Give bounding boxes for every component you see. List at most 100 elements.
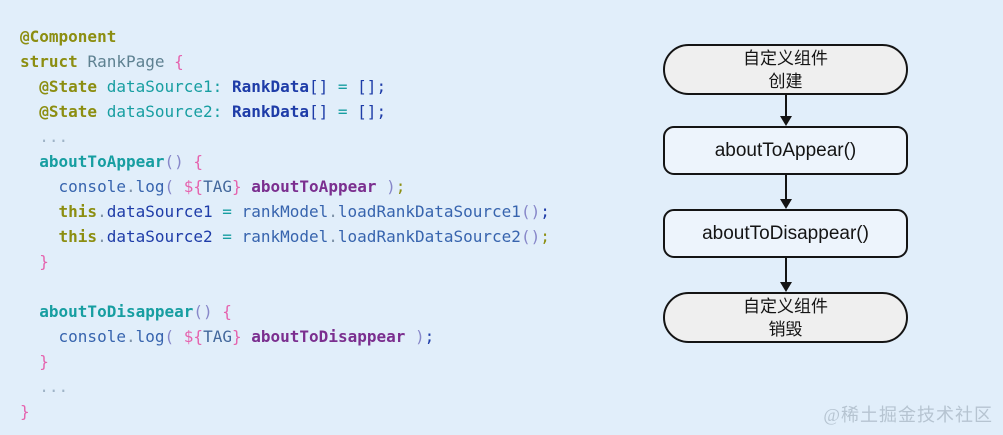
code-token [20, 227, 59, 246]
flow-node-label: aboutToDisappear() [702, 222, 869, 244]
code-token: [] [309, 102, 338, 121]
flow-node-label: 销毁 [768, 319, 803, 339]
code-token: this [58, 227, 98, 246]
code-token: . [125, 327, 136, 346]
code-line: @State dataSource2: RankData[] = []; [20, 99, 550, 124]
code-token: TAG [203, 177, 232, 196]
flow-node-label: 自定义组件 [743, 296, 828, 316]
code-token: : [212, 102, 232, 121]
code-token: } [20, 402, 30, 421]
code-line: aboutToDisappear() { [20, 299, 550, 324]
code-token: []; [357, 77, 387, 96]
code-token: @State [39, 102, 107, 121]
code-token: . [125, 177, 136, 196]
arrow-head-icon [779, 282, 792, 292]
code-token: loadRankDataSource1 [337, 202, 521, 221]
arrow-head-icon [779, 116, 792, 126]
code-token: RankData [231, 77, 309, 96]
code-token [20, 127, 39, 146]
code-token: ${ [183, 327, 204, 346]
code-token: = [222, 227, 242, 246]
code-token: ) [386, 177, 396, 196]
code-block: @Component struct RankPage { @State dataS… [20, 24, 550, 424]
code-token [242, 177, 252, 196]
code-token [20, 377, 39, 396]
code-token: aboutToDisappear [251, 327, 406, 346]
flow-arrow-down [779, 95, 793, 126]
code-token: []; [357, 102, 387, 121]
code-line: } [20, 399, 550, 424]
code-token: : [212, 77, 232, 96]
code-token: () [193, 302, 213, 321]
code-token [174, 177, 184, 196]
code-token: [] [309, 77, 338, 96]
code-line: this.dataSource1 = rankModel.loadRankDat… [20, 199, 550, 224]
code-token [20, 102, 39, 121]
code-token: ; [540, 202, 550, 221]
code-token: ... [39, 127, 69, 146]
code-token: . [328, 202, 338, 221]
code-token: @Component [20, 27, 117, 46]
code-line: console.log( ${TAG} aboutToDisappear ); [20, 324, 550, 349]
code-token: { [174, 52, 184, 71]
code-token: { [193, 152, 204, 171]
code-token [184, 152, 194, 171]
flow-node-label: aboutToAppear() [714, 139, 857, 161]
code-token [20, 302, 39, 321]
code-token: ; [395, 177, 406, 196]
code-token: . [328, 227, 338, 246]
code-token: } [231, 177, 242, 196]
code-token: } [39, 352, 49, 371]
code-token [20, 177, 59, 196]
arrow-shaft [784, 258, 787, 284]
code-token [20, 352, 39, 371]
code-token: console [58, 327, 126, 346]
flow-node-label: 自定义组件 [743, 48, 828, 68]
code-token: struct [20, 52, 88, 71]
code-line: @State dataSource1: RankData[] = []; [20, 74, 550, 99]
code-token: = [337, 77, 358, 96]
code-line: ... [20, 124, 550, 149]
code-token [20, 77, 39, 96]
code-token: dataSource1 [106, 202, 223, 221]
code-token [20, 252, 39, 271]
code-token [213, 302, 223, 321]
code-token [20, 202, 59, 221]
code-token: dataSource2 [106, 102, 213, 121]
flow-node-component-create: 自定义组件创建 [663, 44, 908, 95]
code-token [376, 177, 386, 196]
code-token: } [39, 252, 49, 271]
code-line: ... [20, 374, 550, 399]
arrow-head-icon [779, 199, 792, 209]
code-line: struct RankPage { [20, 49, 550, 74]
code-token: TAG [203, 327, 232, 346]
flow-node-about-to-appear: aboutToAppear() [663, 126, 908, 175]
code-token: . [97, 202, 107, 221]
code-token [174, 327, 184, 346]
code-token [20, 152, 39, 171]
code-token: RankPage [87, 52, 175, 71]
flow-arrow-down [779, 175, 793, 209]
arrow-shaft [784, 95, 787, 118]
code-token: ; [424, 327, 435, 346]
code-line: } [20, 249, 550, 274]
flow-arrow-down [779, 258, 793, 292]
code-token [242, 327, 252, 346]
code-token: RankData [231, 102, 309, 121]
code-token [20, 327, 59, 346]
flow-node-about-to-disappear: aboutToDisappear() [663, 209, 908, 258]
code-line: aboutToAppear() { [20, 149, 550, 174]
flow-node-label: 创建 [768, 71, 803, 91]
code-token: = [337, 102, 358, 121]
code-line: console.log( ${TAG} aboutToAppear ); [20, 174, 550, 199]
code-token: () [520, 202, 541, 221]
code-token: log [135, 177, 165, 196]
code-token: console [58, 177, 126, 196]
code-token: aboutToAppear [39, 152, 165, 171]
code-line: } [20, 349, 550, 374]
code-token: () [520, 227, 541, 246]
code-token: this [58, 202, 98, 221]
flow-node-component-destroy: 自定义组件销毁 [663, 292, 908, 343]
code-token: ... [39, 377, 69, 396]
code-token: { [222, 302, 232, 321]
